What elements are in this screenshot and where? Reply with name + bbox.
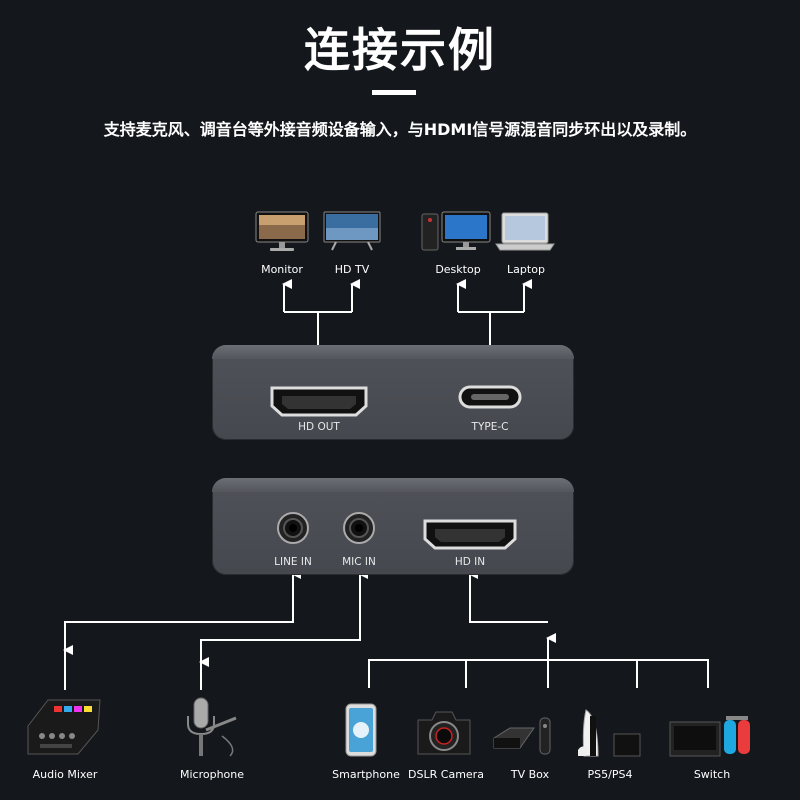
output-label-laptop: Laptop [507, 263, 545, 276]
input-label-ps5-ps4: PS5/PS4 [587, 768, 633, 781]
smartphone-icon [345, 703, 377, 757]
line-in-jack [277, 512, 309, 544]
arrow-hd-in [468, 569, 548, 623]
hdin-bus [368, 659, 709, 688]
page-title: 连接示例 [304, 23, 496, 77]
switch-icon [669, 716, 750, 757]
title-underline [372, 90, 416, 95]
camera-icon [417, 711, 471, 755]
audio-mixer-icon [27, 699, 101, 755]
tv-box-icon [493, 717, 551, 755]
console-icon [578, 709, 641, 757]
input-label-dslr-camera: DSLR Camera [408, 768, 484, 781]
typec-port [458, 385, 522, 409]
port-label-line-in: LINE IN [274, 556, 312, 568]
output-label-monitor: Monitor [261, 263, 303, 276]
port-label-hd-in: HD IN [454, 556, 486, 568]
arrow-line-in [64, 569, 301, 688]
input-label-audio-mixer: Audio Mixer [32, 768, 98, 781]
desktop-icon [421, 211, 491, 251]
tv-icon [323, 211, 381, 251]
mic-in-jack [343, 512, 375, 544]
port-label-hd-out: HD OUT [298, 421, 340, 433]
port-label-mic-in: MIC IN [342, 556, 376, 568]
input-label-tv-box: TV Box [510, 768, 550, 781]
input-label-microphone: Microphone [179, 768, 245, 781]
arrow-mic-in [200, 569, 368, 688]
hdmi-in-port [423, 519, 517, 550]
input-label-switch: Switch [693, 768, 731, 781]
hdmi-out-port [270, 386, 368, 417]
output-label-hd-tv: HD TV [334, 263, 370, 276]
input-label-smartphone: Smartphone [332, 768, 400, 781]
port-label-type-c: TYPE-C [471, 421, 509, 433]
microphone-icon [187, 697, 237, 757]
page-subtitle: 支持麦克风、调音台等外接音频设备输入，与HDMI信号源混音同步环出以及录制。 [103, 120, 697, 139]
output-label-desktop: Desktop [435, 263, 481, 276]
monitor-icon [255, 211, 309, 251]
laptop-icon [495, 212, 555, 251]
